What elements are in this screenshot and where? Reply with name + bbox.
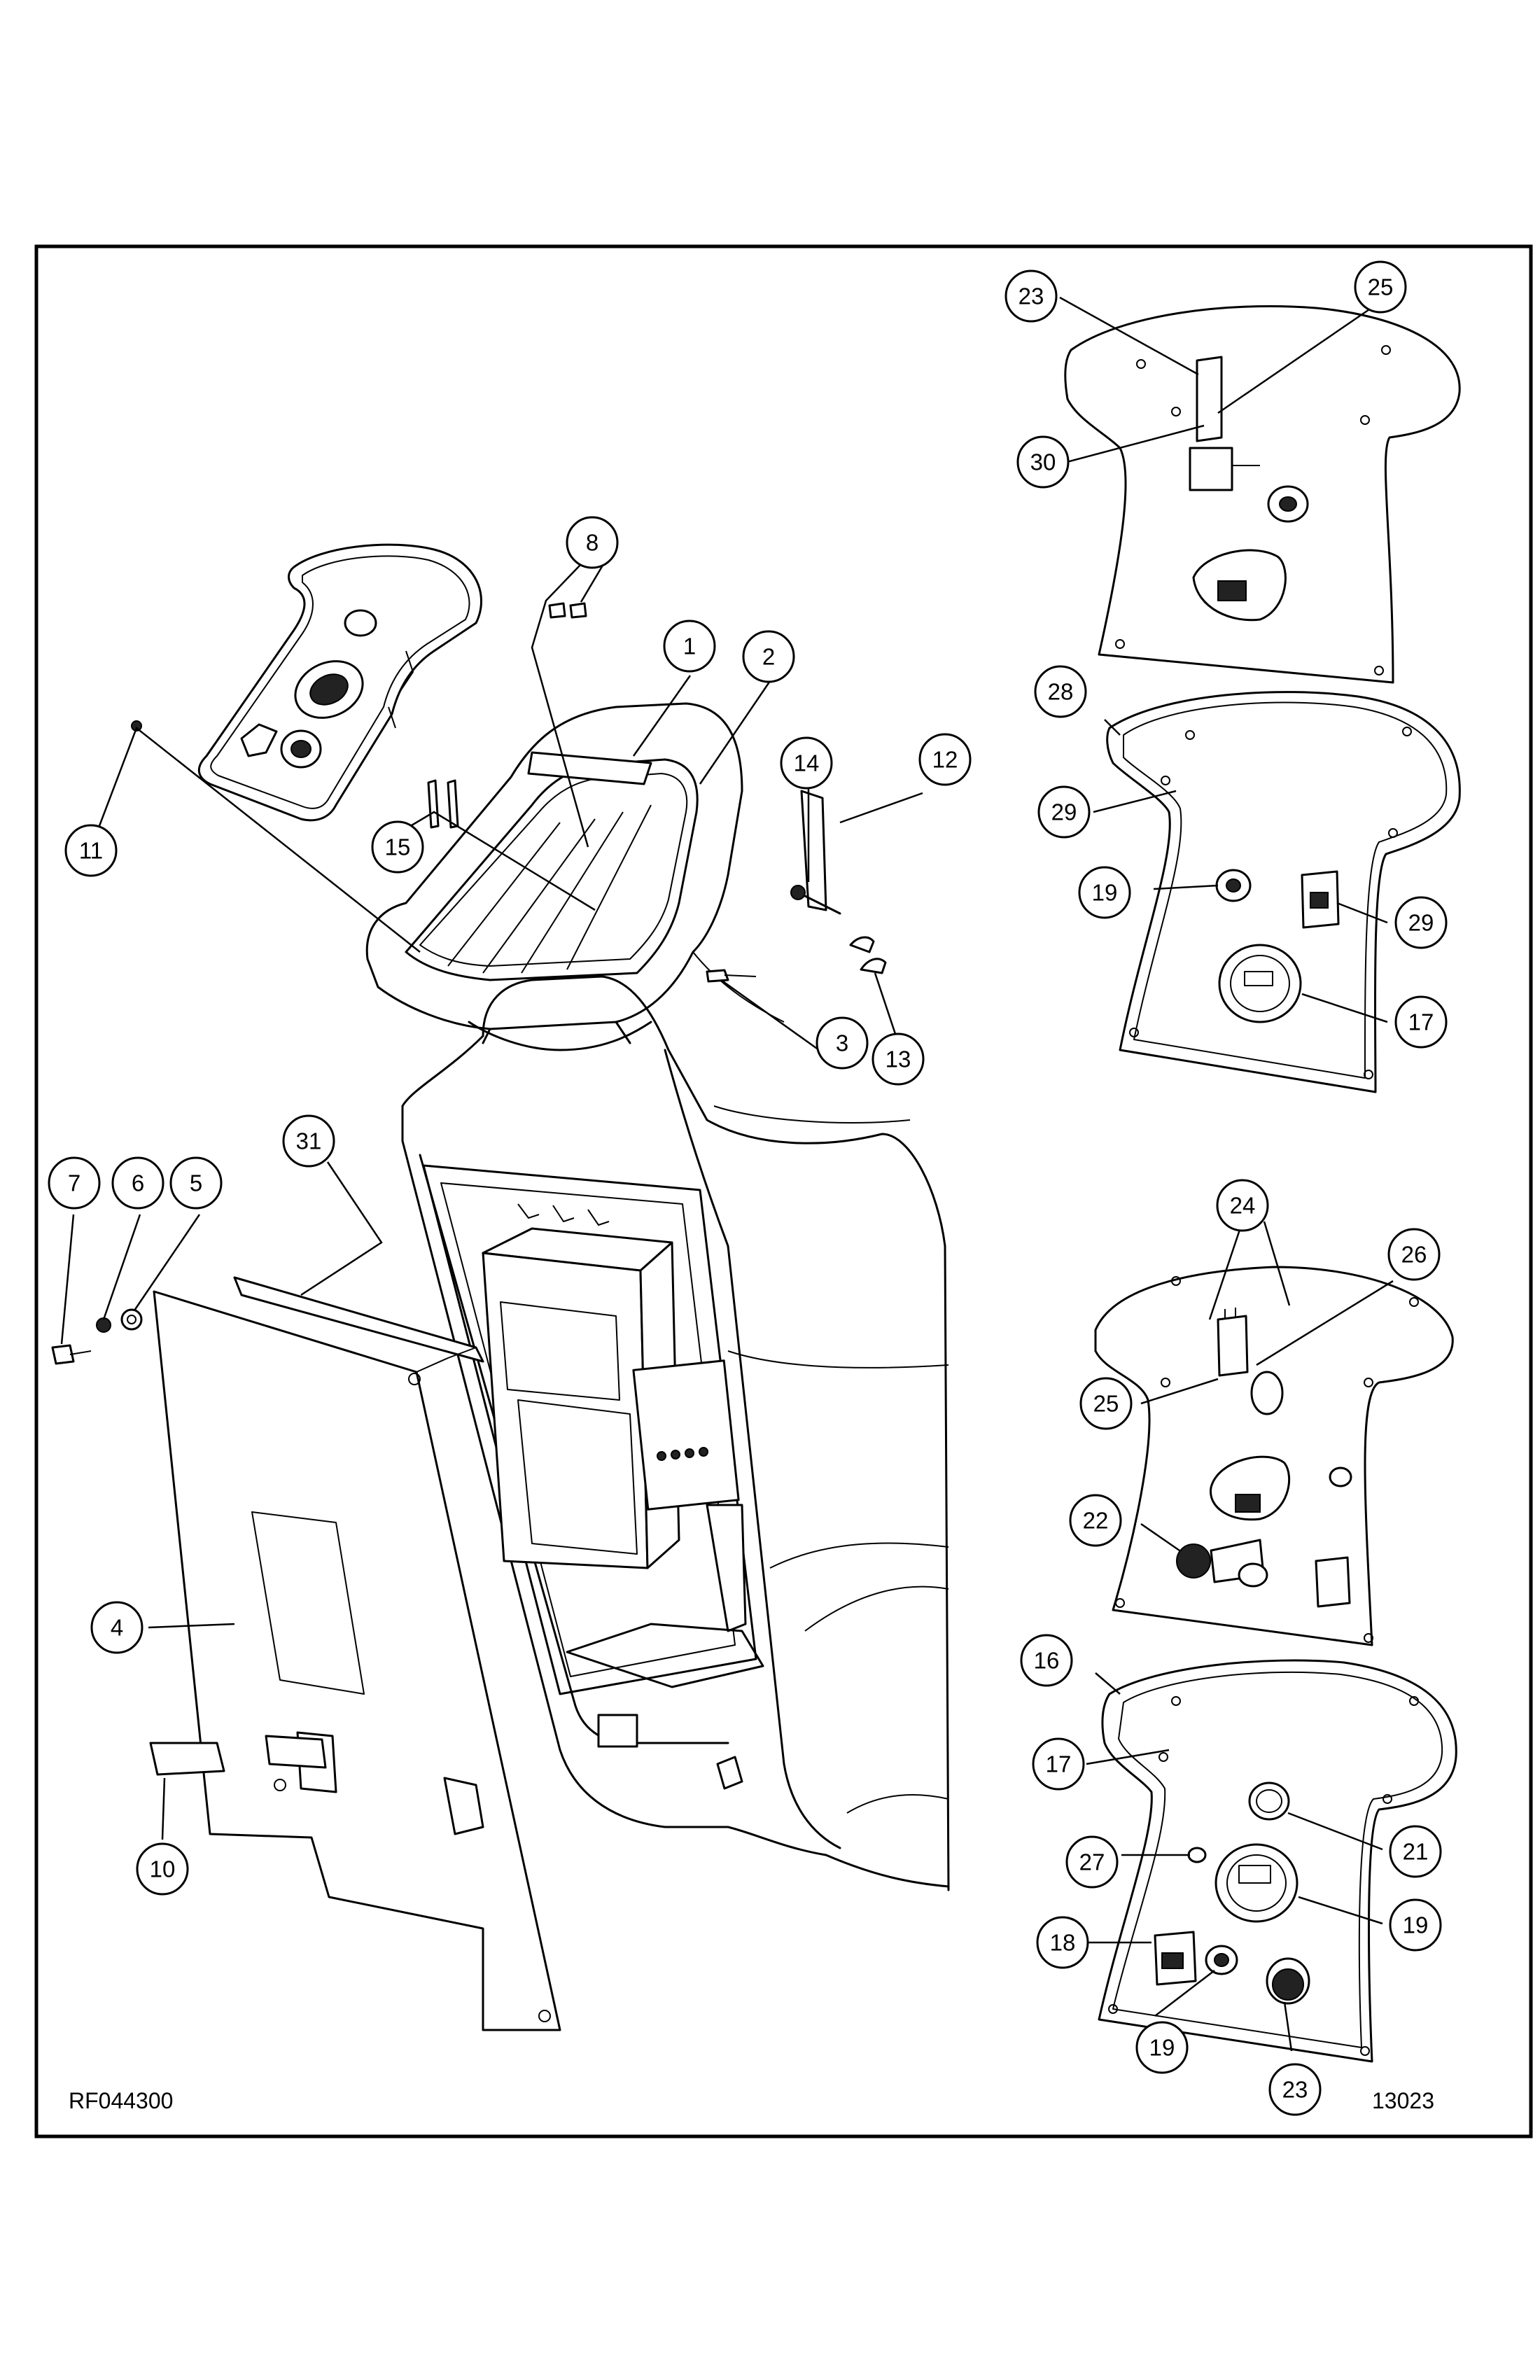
callout-13: 13	[872, 1032, 925, 1086]
callout-4: 4	[90, 1601, 144, 1654]
svg-text:26: 26	[1401, 1242, 1427, 1268]
svg-text:25: 25	[1093, 1391, 1119, 1417]
callout-10: 10	[136, 1842, 189, 1896]
svg-text:1: 1	[683, 634, 696, 659]
svg-text:27: 27	[1079, 1849, 1105, 1875]
svg-text:30: 30	[1030, 449, 1056, 475]
callout-25-inset-a: 25	[1354, 260, 1407, 314]
access-cover	[149, 1276, 561, 2031]
callout-11: 11	[64, 824, 118, 877]
svg-text:29: 29	[1408, 910, 1434, 936]
svg-text:2: 2	[762, 644, 775, 670]
callout-19-inset-b: 19	[1078, 866, 1131, 919]
callout-19-bottom: 19	[1135, 2021, 1189, 2074]
inset-panel-b	[1093, 691, 1461, 1093]
svg-text:23: 23	[1018, 284, 1044, 309]
callout-12: 12	[918, 733, 972, 786]
callout-6: 6	[111, 1156, 164, 1210]
svg-text:13: 13	[886, 1046, 911, 1072]
callout-7: 7	[48, 1156, 101, 1210]
svg-text:8: 8	[586, 530, 598, 556]
callout-8: 8	[566, 516, 619, 569]
callout-3: 3	[816, 1016, 869, 1070]
callout-18: 18	[1036, 1916, 1089, 1969]
svg-text:5: 5	[190, 1170, 202, 1196]
callout-17-inset-d: 17	[1032, 1737, 1085, 1791]
callout-23-inset-a: 23	[1004, 270, 1058, 323]
svg-text:4: 4	[111, 1615, 123, 1641]
callout-28: 28	[1034, 665, 1087, 718]
callout-21: 21	[1389, 1825, 1442, 1878]
svg-text:24: 24	[1230, 1193, 1256, 1219]
main-assembly	[51, 543, 950, 2031]
svg-text:31: 31	[296, 1128, 322, 1154]
callout-31: 31	[282, 1114, 335, 1168]
svg-text:7: 7	[68, 1170, 80, 1196]
hardware	[51, 602, 887, 1365]
svg-text:10: 10	[150, 1856, 176, 1882]
svg-text:19: 19	[1092, 880, 1118, 906]
svg-text:11: 11	[79, 838, 103, 864]
callout-30: 30	[1016, 435, 1070, 489]
drawing-border	[34, 244, 1533, 2138]
callout-17-inset-b: 17	[1394, 995, 1448, 1049]
svg-text:22: 22	[1083, 1508, 1109, 1534]
svg-text:17: 17	[1408, 1009, 1434, 1035]
svg-text:15: 15	[385, 834, 411, 860]
svg-text:12: 12	[932, 747, 958, 773]
drawing-reference-left: RF044300	[69, 2088, 173, 2113]
callout-27: 27	[1065, 1835, 1119, 1889]
callout-23-inset-d: 23	[1268, 2063, 1322, 2116]
main-leaders	[60, 564, 923, 1840]
svg-text:18: 18	[1050, 1930, 1076, 1956]
svg-text:19: 19	[1149, 2035, 1175, 2061]
callout-29-left: 29	[1037, 785, 1091, 839]
callout-5: 5	[169, 1156, 223, 1210]
svg-text:3: 3	[836, 1030, 848, 1056]
callout-16: 16	[1020, 1634, 1073, 1687]
callout-15: 15	[371, 820, 424, 874]
callout-19-right: 19	[1389, 1898, 1442, 1952]
callout-22: 22	[1069, 1494, 1122, 1547]
callout-1: 1	[663, 620, 716, 673]
callout-26: 26	[1387, 1228, 1441, 1281]
svg-text:23: 23	[1282, 2077, 1308, 2103]
handle-assembly	[365, 702, 785, 1051]
svg-text:16: 16	[1034, 1648, 1060, 1674]
svg-text:17: 17	[1046, 1751, 1072, 1777]
inset-panel-d	[1079, 1659, 1457, 2063]
inset-panel-a	[1059, 296, 1461, 684]
callout-25-inset-c: 25	[1079, 1377, 1133, 1430]
svg-text:28: 28	[1048, 679, 1074, 705]
svg-text:29: 29	[1051, 799, 1077, 825]
svg-text:6: 6	[132, 1170, 144, 1196]
inset-panel-c	[1094, 1221, 1454, 1646]
upper-control-panel	[197, 543, 482, 822]
svg-text:25: 25	[1368, 274, 1394, 300]
console-housing	[401, 975, 950, 1891]
callout-24: 24	[1216, 1179, 1269, 1232]
callout-29-right: 29	[1394, 896, 1448, 949]
callout-2: 2	[742, 630, 795, 683]
callout-bubbles: 8 1 2 14 12 11 15 3 13 31 7 6 5 4 10 23 …	[48, 260, 1448, 2116]
svg-text:19: 19	[1403, 1912, 1429, 1938]
callout-14: 14	[780, 736, 833, 790]
svg-text:21: 21	[1403, 1839, 1429, 1865]
svg-text:14: 14	[794, 750, 820, 776]
drawing-reference-right: 13023	[1372, 2088, 1434, 2113]
